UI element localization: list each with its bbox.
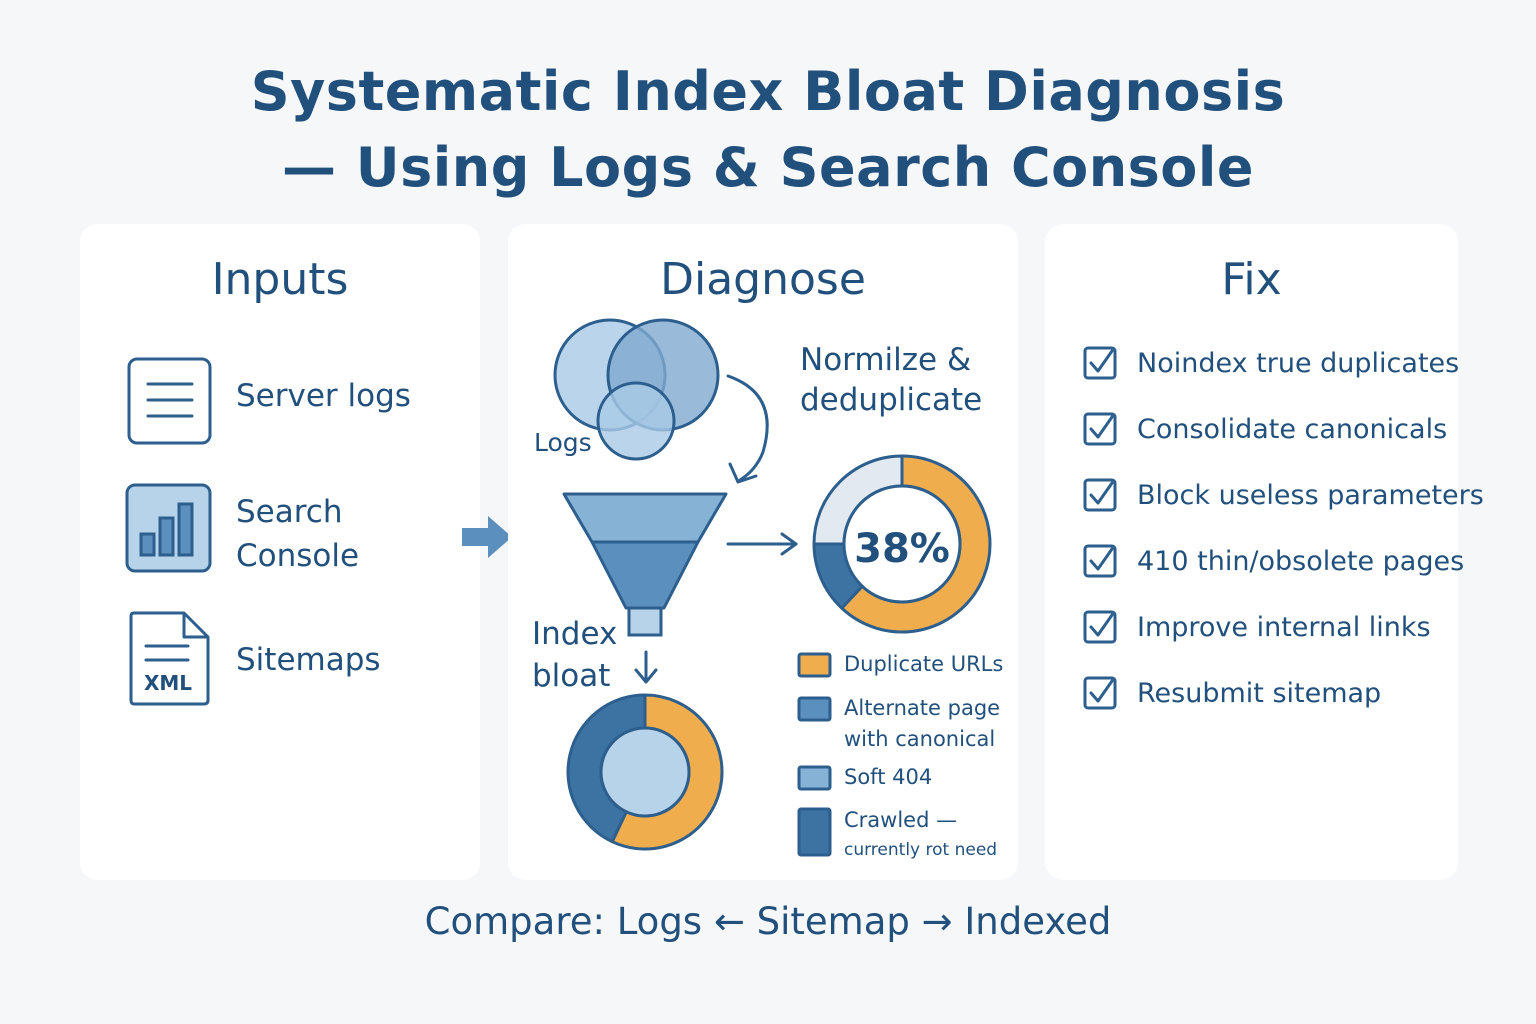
legend-swatch-alternate [797, 696, 832, 722]
inputs-heading: Inputs [211, 254, 349, 305]
venn-diagram-icon [553, 318, 720, 461]
fix-item: Consolidate canonicals [1083, 407, 1447, 451]
checkbox-checked-icon [1083, 412, 1117, 446]
page-title: Systematic Index Bloat Diagnosis [250, 60, 1286, 123]
curved-arrow-icon [726, 374, 769, 484]
checkbox-checked-icon [1083, 676, 1117, 710]
legend-crawled-line1: Crawled — [844, 808, 958, 832]
diagnose-panel: Diagnose [508, 224, 1018, 880]
fix-item-label: Resubmit sitemap [1137, 677, 1382, 709]
donut-chart-top [812, 454, 992, 634]
normalize-line1: Normilze & [800, 342, 972, 378]
diagnose-heading: Diagnose [660, 254, 866, 305]
index-bloat-line2: bloat [532, 658, 611, 694]
bar-chart-icon [125, 483, 212, 573]
fix-item-label: 410 thin/obsolete pages [1137, 545, 1465, 577]
legend-swatch-duplicate [797, 652, 832, 678]
input-sitemaps: Sitemaps [236, 642, 381, 678]
fix-item-label: Noindex true duplicates [1137, 347, 1460, 379]
donut-center-label: 38% [854, 526, 950, 572]
inputs-panel: Inputs Server logs Search Console XML Si… [80, 224, 480, 880]
legend-swatch-crawled [797, 807, 832, 857]
fix-item: Improve internal links [1083, 605, 1431, 649]
arrow-right-icon [462, 516, 512, 558]
fix-item-label: Improve internal links [1137, 611, 1431, 643]
legend-crawled-line2: currently rot need [844, 840, 998, 860]
donut-chart-bottom [566, 693, 724, 851]
arrow-to-donut-icon [726, 532, 798, 556]
diagnose-graphics: 38% [553, 318, 992, 857]
index-bloat-line1: Index [532, 616, 618, 652]
input-search-console: Search Console [236, 494, 360, 574]
document-icon [127, 357, 212, 445]
fix-item: 410 thin/obsolete pages [1083, 539, 1464, 583]
xml-file-icon: XML [129, 611, 210, 706]
legend-alternate-line2: with canonical [844, 727, 996, 751]
legend-duplicate-urls: Duplicate URLs [844, 652, 1004, 676]
checkbox-checked-icon [1083, 544, 1117, 578]
donut-hole [599, 726, 691, 818]
compare-caption: Compare: Logs ← Sitemap → Indexed [424, 900, 1112, 943]
funnel-icon [562, 492, 728, 637]
fix-item: Block useless parameters [1083, 473, 1484, 517]
fix-item: Noindex true duplicates [1083, 341, 1459, 385]
fix-item-label: Consolidate canonicals [1137, 413, 1448, 445]
fix-heading: Fix [1221, 254, 1282, 305]
input-server-logs: Server logs [236, 378, 411, 414]
normalize-line2: deduplicate [800, 382, 983, 418]
fix-item: Resubmit sitemap [1083, 671, 1381, 715]
legend-soft-404: Soft 404 [844, 765, 933, 789]
legend-alternate-line1: Alternate page [844, 696, 1001, 720]
donut-hole [842, 484, 962, 604]
logs-label: Logs [534, 428, 592, 457]
page-subtitle: — Using Logs & Search Console [281, 136, 1255, 199]
xml-icon-text: XML [144, 671, 192, 695]
checkbox-checked-icon [1083, 346, 1117, 380]
fix-item-label: Block useless parameters [1137, 479, 1484, 511]
legend-swatch-soft404 [797, 765, 832, 791]
checkbox-checked-icon [1083, 610, 1117, 644]
checkbox-checked-icon [1083, 478, 1117, 512]
arrow-down-icon [634, 650, 658, 684]
